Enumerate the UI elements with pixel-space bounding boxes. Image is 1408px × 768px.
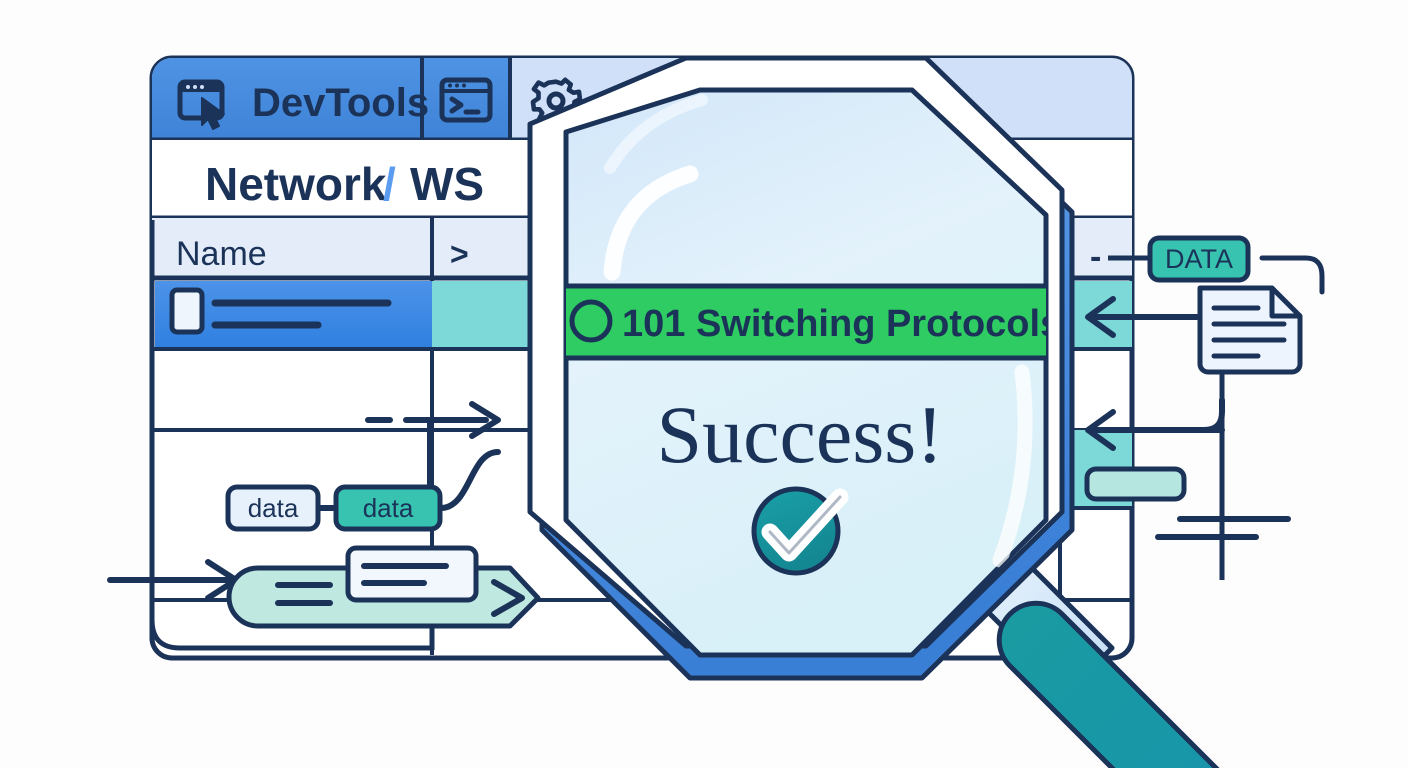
devtools-brand-label: DevTools	[252, 81, 429, 125]
lens-highlight-1	[603, 165, 699, 281]
bottom-connector-curve	[149, 619, 432, 651]
breadcrumb-separator: /	[383, 158, 396, 210]
row-checkbox[interactable]	[169, 287, 205, 335]
annotation-layer: data data	[107, 220, 541, 651]
status-circle-icon	[569, 299, 613, 343]
data-badge[interactable]: DATA	[1147, 235, 1251, 283]
arrow-left-upper-right	[1085, 296, 1203, 338]
magnifier: 101 Switching Protocols Success!	[527, 55, 1220, 768]
arrow-right-midframe	[365, 401, 501, 439]
breadcrumb-ws[interactable]: WS	[410, 158, 484, 210]
inspect-element-icon[interactable]	[177, 79, 225, 130]
magnifier-lens	[563, 87, 1049, 658]
success-check-icon	[751, 486, 849, 576]
inline-card	[345, 545, 479, 603]
document-lines-icon	[1197, 285, 1303, 375]
frame-pill-teal[interactable]: data	[333, 484, 443, 532]
badge-to-doc-curve	[1259, 255, 1325, 295]
magnifier-handle	[996, 600, 1220, 768]
frame-pill-light[interactable]: data	[225, 484, 321, 532]
arrow-right-bubble	[491, 579, 525, 617]
toolbar-console-tab[interactable]	[422, 58, 510, 140]
toolbar-brand-tab[interactable]	[152, 58, 422, 140]
success-headline: Success!	[657, 389, 944, 480]
console-terminal-icon[interactable]	[439, 77, 493, 123]
lens-highlight-2	[992, 364, 1033, 568]
status-banner-text: 101 Switching Protocols	[622, 303, 1061, 345]
pill-curve-connector	[438, 449, 501, 511]
data-badge-label: DATA	[1165, 244, 1233, 274]
frame-pill-teal-label: data	[363, 493, 414, 523]
column-header-status: -	[1090, 238, 1101, 276]
column-header-expand[interactable]: >	[450, 236, 469, 272]
status-banner	[566, 286, 1046, 358]
breadcrumb-network[interactable]: Network	[205, 158, 387, 210]
frame-pill-light-label: data	[248, 493, 299, 523]
column-header-name: Name	[176, 235, 267, 273]
annotation-layer-right: DATA	[1084, 235, 1325, 580]
arrow-left-lower-right	[1085, 397, 1225, 451]
magnified-content: 101 Switching Protocols Success!	[566, 94, 1061, 576]
teal-pill-bar	[1084, 466, 1187, 502]
lens-highlight-3	[604, 94, 708, 174]
